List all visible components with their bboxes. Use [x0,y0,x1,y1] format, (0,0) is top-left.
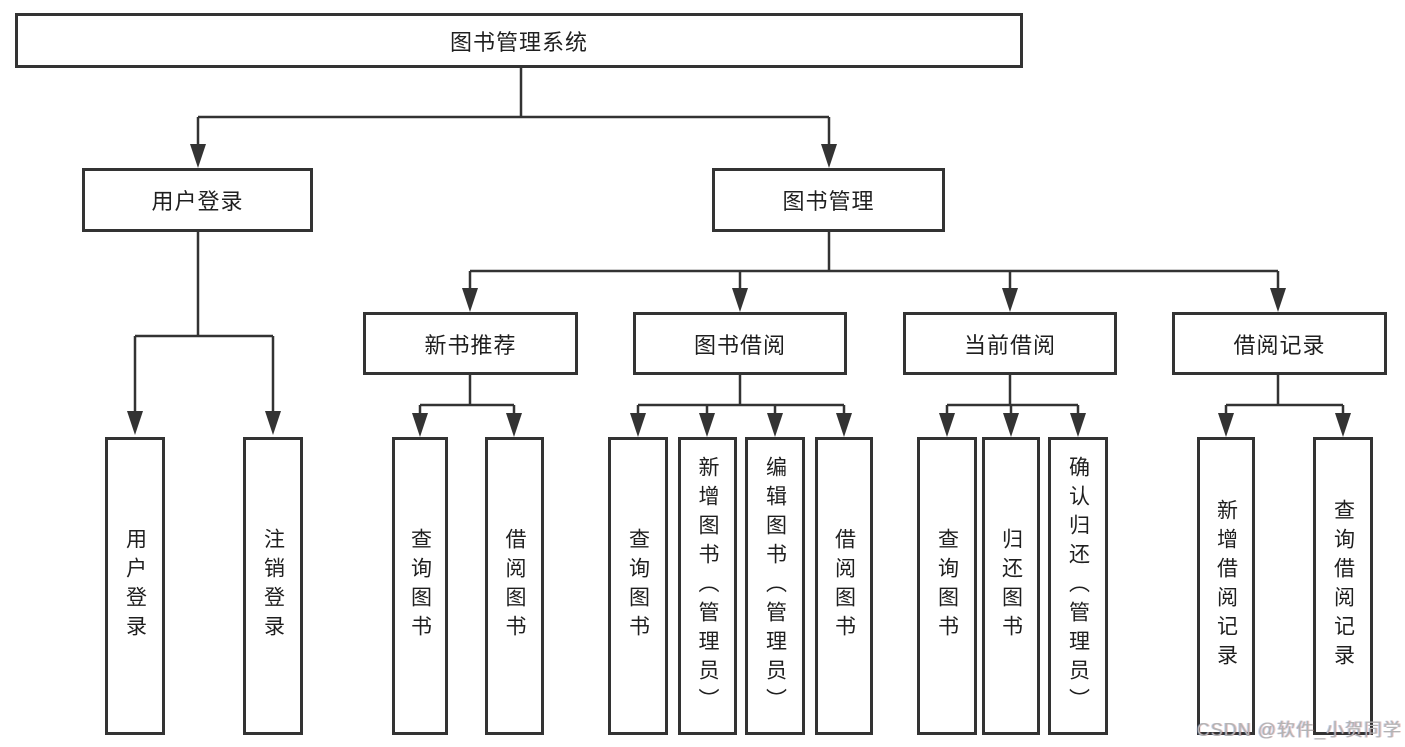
leaf-edit-books-admin: 编辑图书（管理员） [745,437,805,735]
node-borrow-records: 借阅记录 [1172,312,1387,375]
leaf-label: 查询图书 [935,528,959,644]
leaf-add-books-admin: 新增图书（管理员） [678,437,737,735]
node-book-borrow: 图书借阅 [633,312,847,375]
leaf-label: 新增图书（管理员） [696,455,719,717]
leaf-borrow-books: 借阅图书 [485,437,544,735]
node-root: 图书管理系统 [15,13,1023,68]
leaf-confirm-return-admin: 确认归还（管理员） [1048,437,1108,735]
leaf-label: 确认归还（管理员） [1066,455,1090,717]
node-new-book-recommend: 新书推荐 [363,312,578,375]
leaf-label: 编辑图书（管理员） [763,455,787,717]
node-book-management: 图书管理 [712,168,945,232]
arrowheads [127,144,1351,437]
leaf-query-borrow-record: 查询借阅记录 [1313,437,1373,735]
leaf-label: 借阅图书 [832,528,856,644]
csdn-watermark: CSDN @软件_小贺同学 [1196,720,1402,740]
leaf-label: 用户登录 [123,528,147,644]
node-user-login: 用户登录 [82,168,313,232]
leaf-logout: 注销登录 [243,437,303,735]
leaf-borrow-books: 借阅图书 [815,437,873,735]
leaf-label: 新增借阅记录 [1214,499,1238,673]
leaf-query-books: 查询图书 [917,437,977,735]
leaf-add-borrow-record: 新增借阅记录 [1197,437,1255,735]
leaf-label: 注销登录 [261,528,285,644]
leaf-query-books: 查询图书 [608,437,668,735]
leaf-label: 查询借阅记录 [1331,499,1355,673]
leaf-query-books: 查询图书 [392,437,448,735]
leaf-user-login: 用户登录 [105,437,165,735]
leaf-label: 归还图书 [999,528,1023,644]
leaf-label: 查询图书 [408,528,432,644]
node-current-borrow: 当前借阅 [903,312,1117,375]
leaf-return-books: 归还图书 [982,437,1040,735]
leaf-label: 查询图书 [626,528,650,644]
leaf-label: 借阅图书 [503,528,526,644]
